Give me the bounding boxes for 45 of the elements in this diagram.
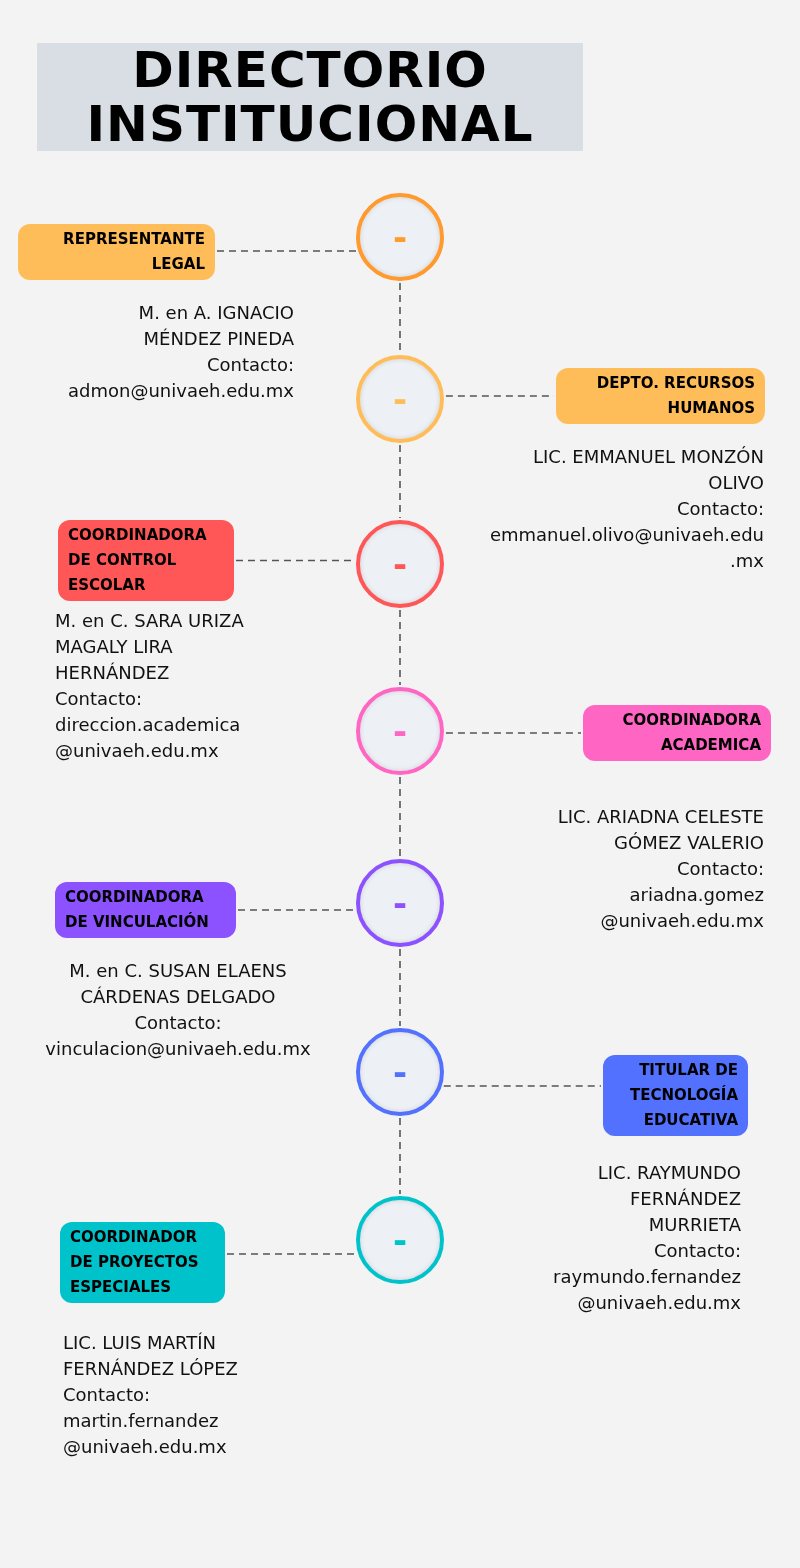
dashed-connector bbox=[399, 1117, 401, 1195]
person-name: M. en A. IGNACIO MÉNDEZ PINEDA bbox=[137, 301, 294, 351]
person-name: M. en C. SUSAN ELAENS CÁRDENAS DELGADO bbox=[68, 959, 288, 1009]
role-tag: REPRESENTANTE LEGAL bbox=[18, 224, 215, 280]
contact-label: Contacto: bbox=[55, 687, 143, 711]
person-name: LIC. RAYMUNDO FERNÁNDEZ MURRIETA bbox=[596, 1161, 741, 1237]
role-tag: DEPTO. RECURSOS HUMANOS bbox=[556, 368, 765, 424]
email-address: vinculacion@univaeh.edu.mx bbox=[45, 1037, 311, 1061]
role-tag: COORDINADORA DE CONTROL ESCOLAR bbox=[58, 520, 234, 601]
contact-label: Contacto: bbox=[676, 497, 764, 521]
person-name: LIC. LUIS MARTÍN FERNÁNDEZ LÓPEZ bbox=[63, 1331, 239, 1381]
timeline-circle: - bbox=[356, 1196, 444, 1284]
email-address: emmanuel.olivo@univaeh.edu.mx bbox=[488, 523, 764, 573]
role-tag: COORDINADOR DE PROYECTOS ESPECIALES bbox=[60, 1222, 225, 1303]
email-address: admon@univaeh.edu.mx bbox=[68, 379, 294, 403]
contact-label: Contacto: bbox=[676, 857, 764, 881]
dashed-connector bbox=[399, 948, 401, 1027]
contact-label: Contacto: bbox=[134, 1011, 222, 1035]
title: DIRECTORIO INSTITUCIONAL bbox=[85, 43, 535, 151]
email-address: direccion.academica@univaeh.edu.mx bbox=[55, 713, 242, 763]
timeline-circle: - bbox=[356, 193, 444, 281]
dashed-connector bbox=[399, 609, 401, 686]
dashed-connector bbox=[216, 250, 358, 252]
timeline-circle: - bbox=[356, 687, 444, 775]
dashed-connector bbox=[399, 776, 401, 858]
email-address: ariadna.gomez@univaeh.edu.mx bbox=[599, 883, 764, 933]
contact-label: Contacto: bbox=[653, 1239, 741, 1263]
dashed-connector bbox=[445, 732, 582, 734]
contact-label: Contacto: bbox=[63, 1383, 151, 1407]
timeline-circle: - bbox=[356, 355, 444, 443]
role-tag: COORDINADORA DE VINCULACIÓN bbox=[55, 882, 236, 938]
role-tag: TITULAR DE TECNOLOGÍA EDUCATIVA bbox=[603, 1055, 748, 1136]
person-name: M. en C. SARA URIZA MAGALY LIRA HERNÁNDEZ bbox=[55, 609, 245, 685]
person-name: LIC. EMMANUEL MONZÓN OLIVO bbox=[532, 445, 764, 495]
timeline-circle: - bbox=[356, 520, 444, 608]
timeline-circle: - bbox=[356, 859, 444, 947]
dashed-connector bbox=[399, 444, 401, 519]
email-address: martin.fernandez@univaeh.edu.mx bbox=[63, 1409, 228, 1459]
contact-label: Contacto: bbox=[206, 353, 294, 377]
email-address: raymundo.fernandez@univaeh.edu.mx bbox=[552, 1265, 741, 1315]
role-tag: COORDINADORA ACADEMICA bbox=[583, 705, 771, 761]
timeline-circle: - bbox=[356, 1028, 444, 1116]
dashed-connector bbox=[442, 1085, 602, 1087]
dashed-connector bbox=[237, 909, 356, 911]
person-name: LIC. ARIADNA CELESTE GÓMEZ VALERIO bbox=[556, 805, 764, 855]
